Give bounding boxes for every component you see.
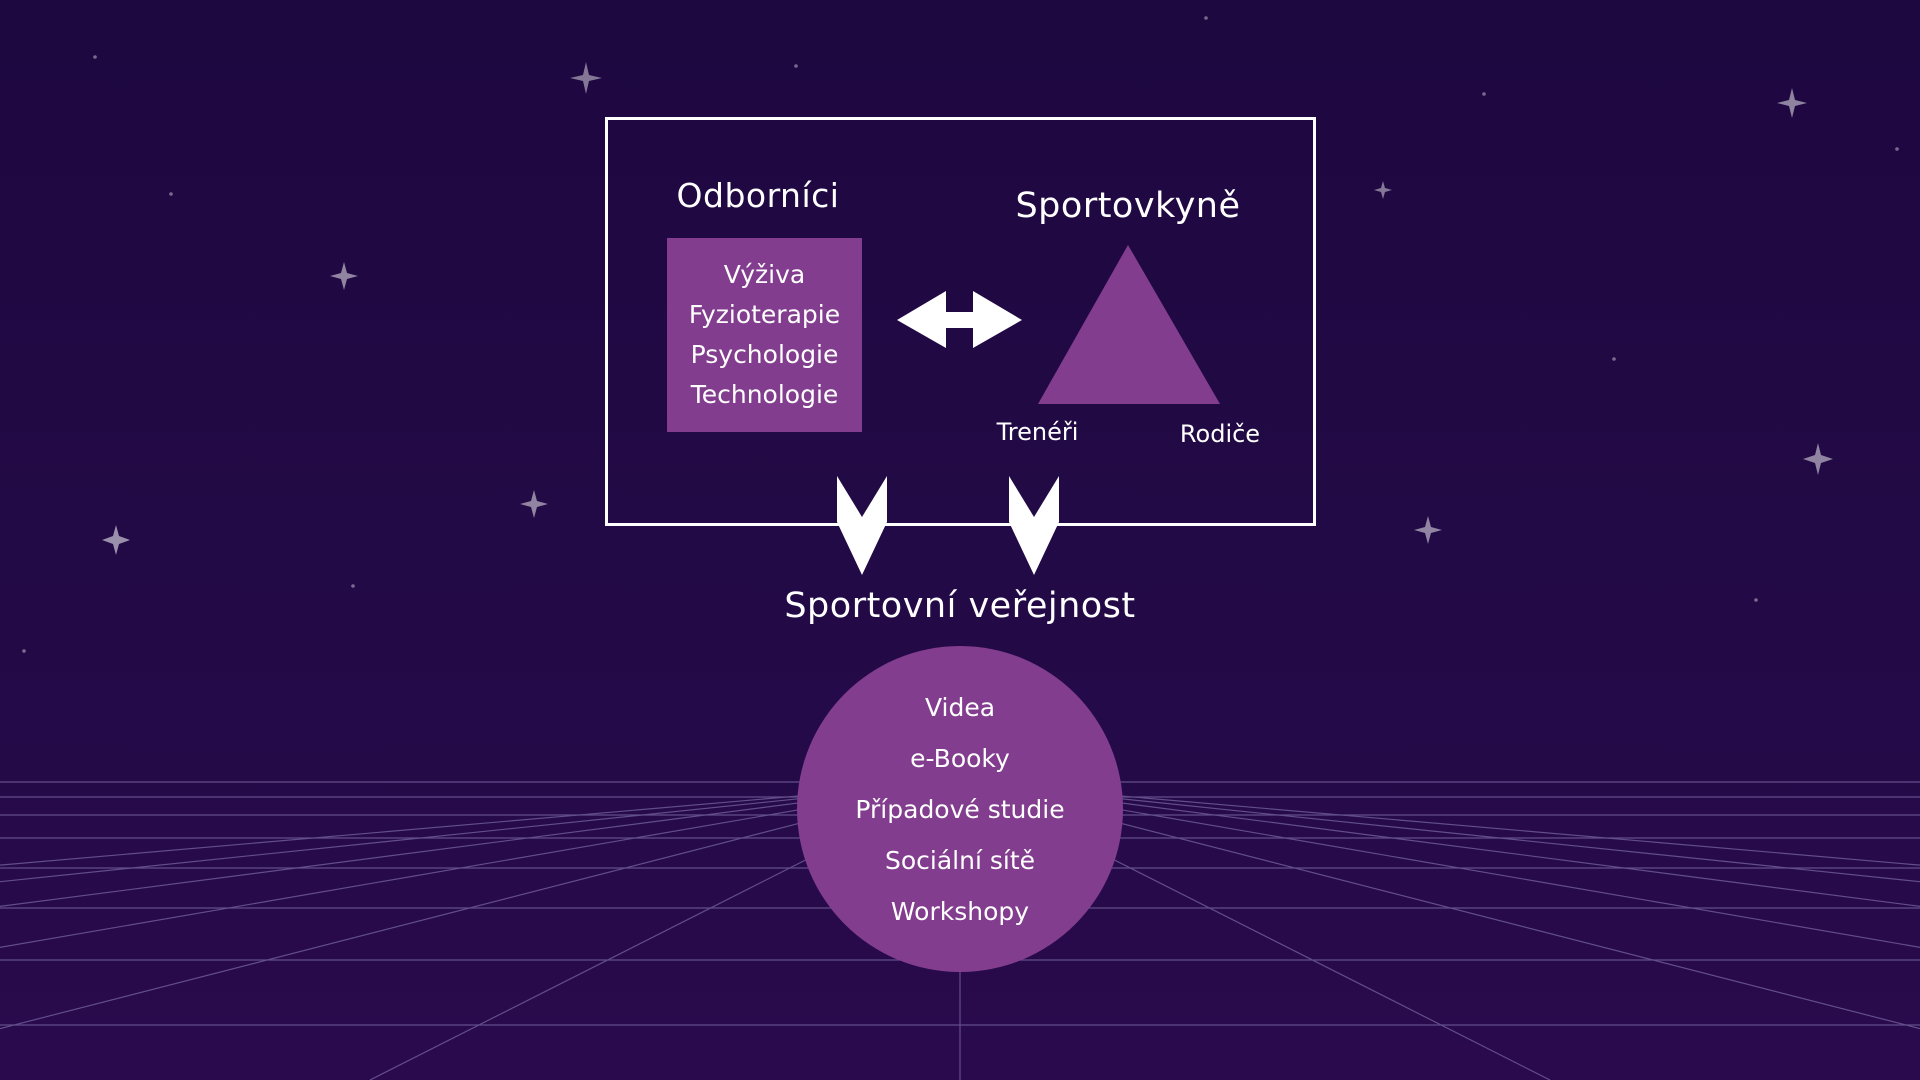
stars (22, 16, 1899, 653)
coaches-label: Trenéři (996, 418, 1079, 446)
experts-item: Psychologie (690, 340, 839, 369)
collaboration-frame (605, 117, 1316, 526)
athletes-title: Sportovkyně (1015, 186, 1241, 226)
experts-title: Odborníci (676, 176, 840, 215)
public-item: e-Booky (910, 743, 1010, 773)
experts-item: Technologie (690, 380, 839, 409)
public-item: Workshopy (890, 896, 1030, 926)
experts-item: Výživa (723, 260, 806, 289)
public-item: Případové studie (855, 794, 1065, 824)
experts-item: Fyzioterapie (688, 300, 841, 329)
experts-box: Výživa Fyzioterapie Psychologie Technolo… (667, 238, 862, 432)
parents-label: Rodiče (1179, 420, 1261, 448)
public-circle: Videa e-Booky Případové studie Sociální … (797, 646, 1123, 972)
public-item: Sociální sítě (884, 845, 1035, 875)
public-title: Sportovní veřejnost (784, 586, 1136, 626)
public-item: Videa (924, 692, 996, 722)
